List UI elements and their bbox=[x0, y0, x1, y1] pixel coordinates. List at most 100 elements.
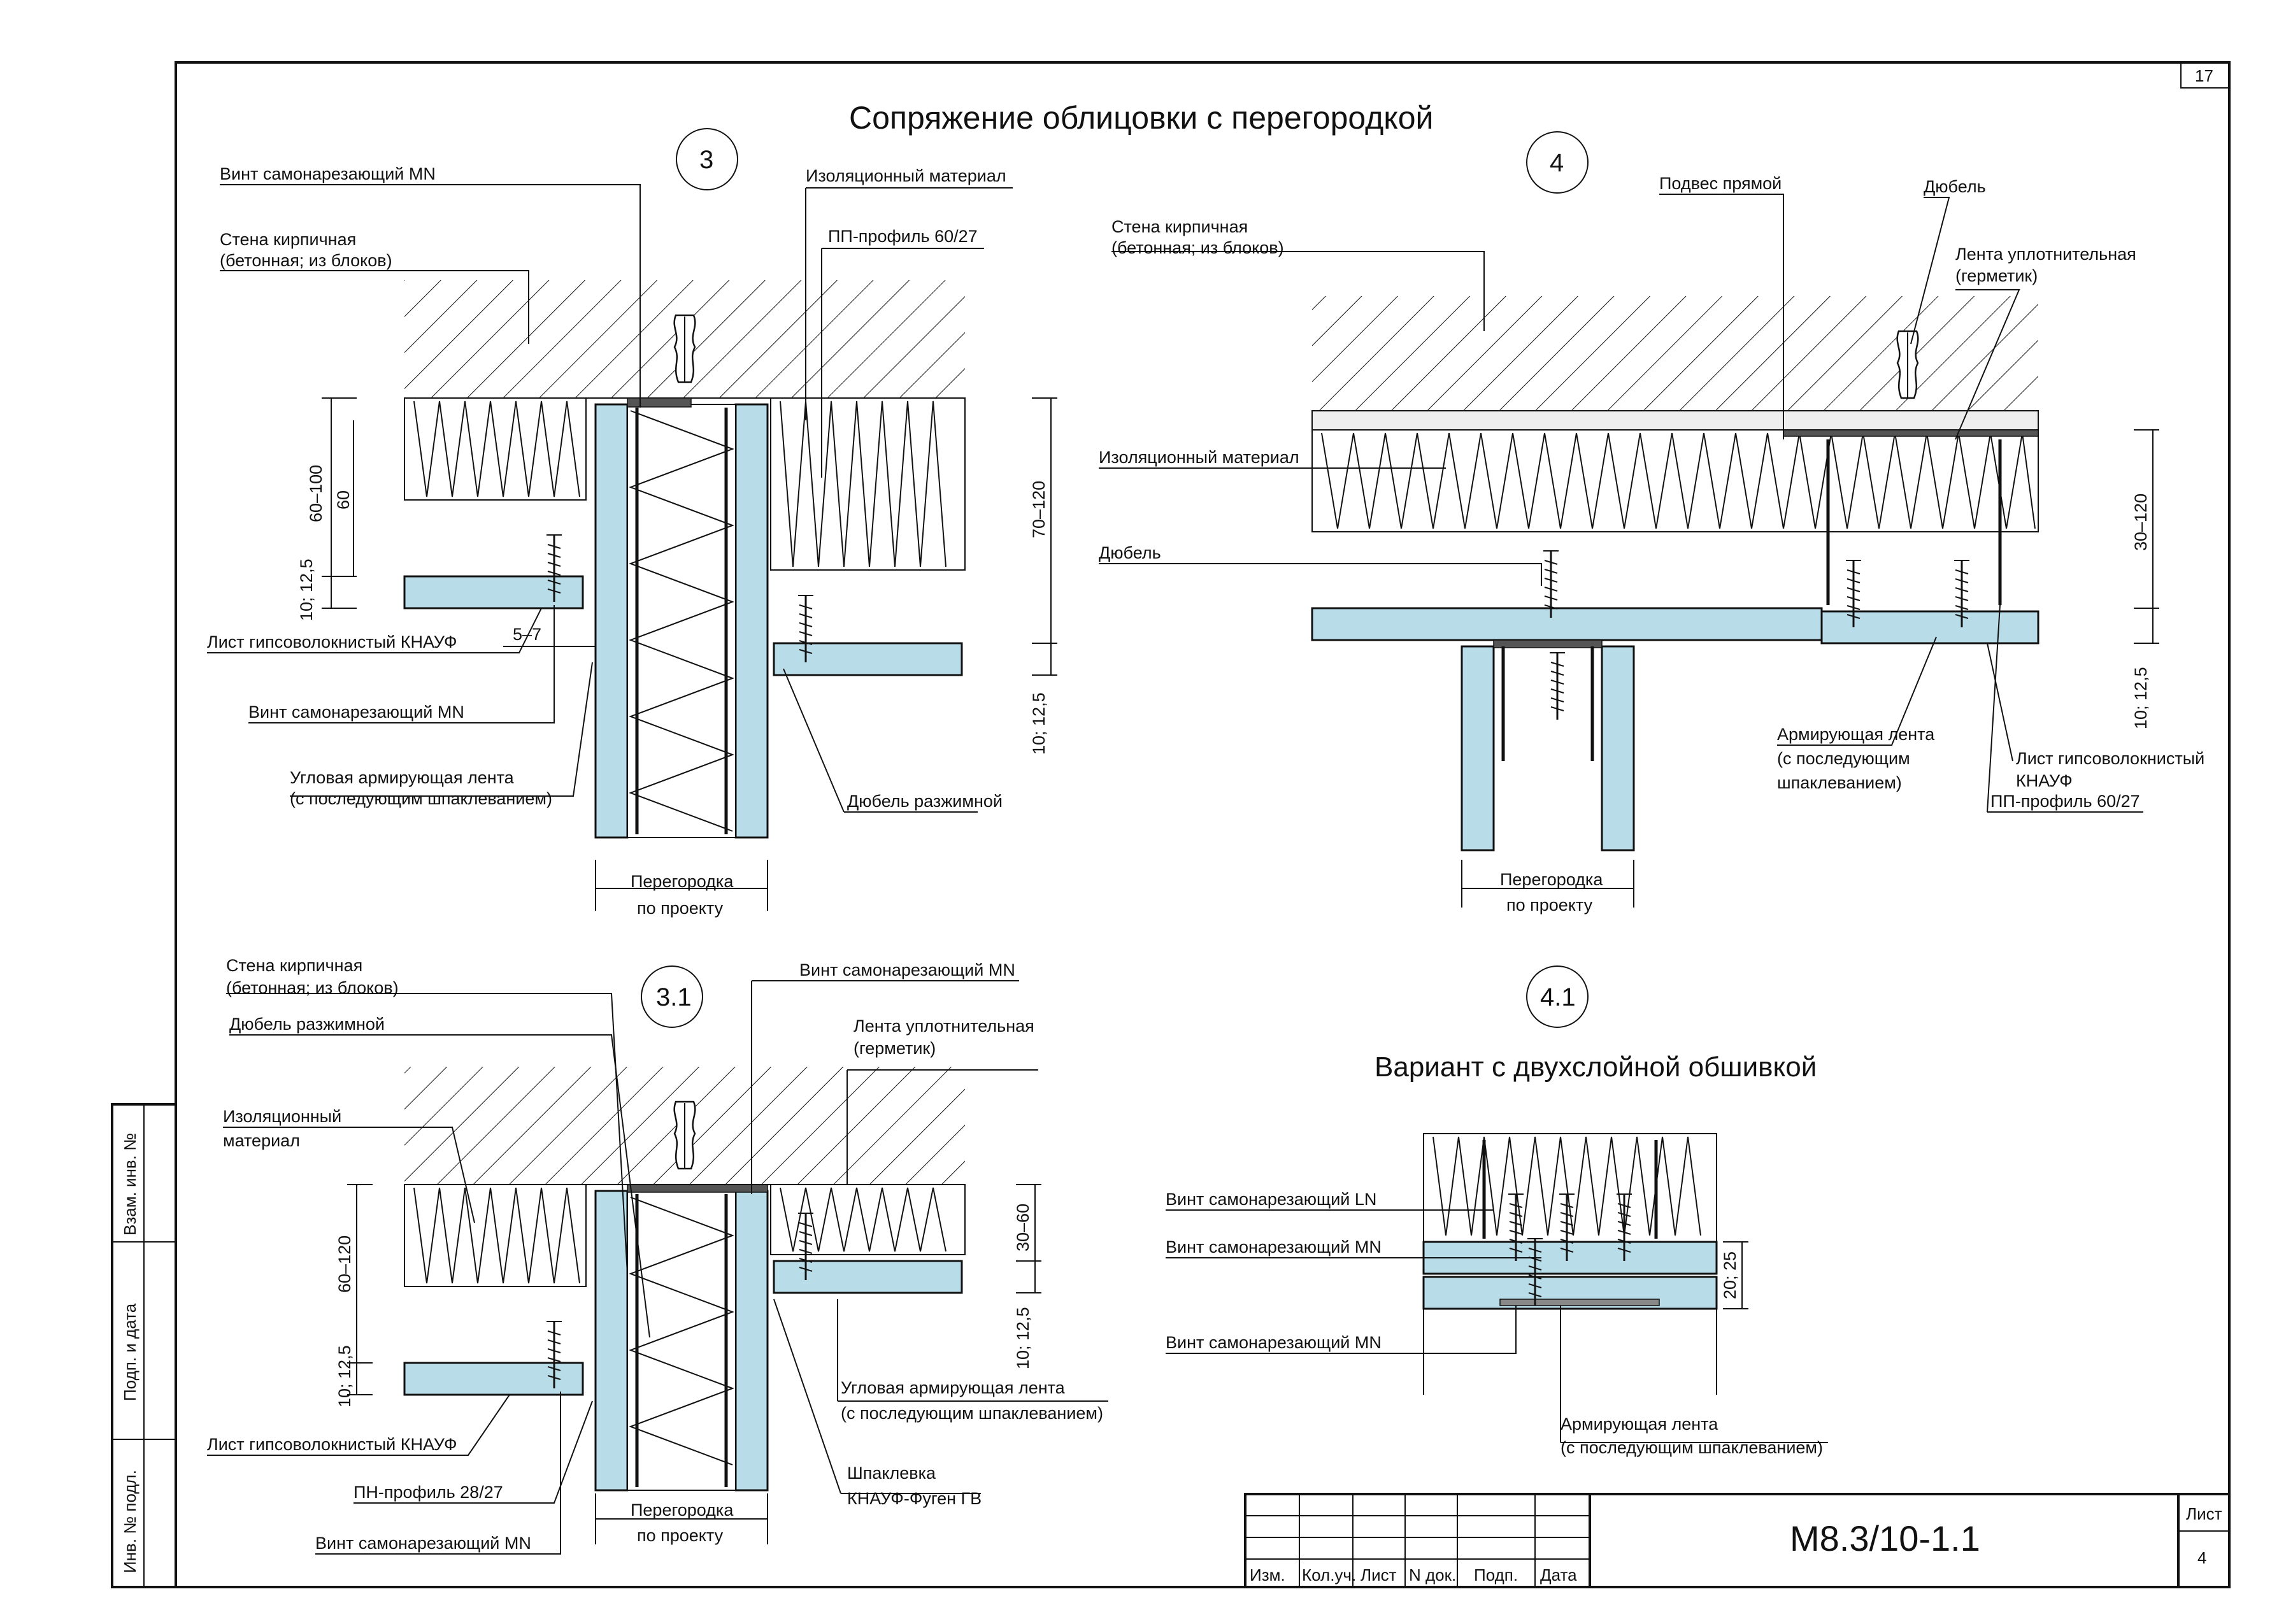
detail-4-label-partition-1: Перегородка bbox=[1500, 870, 1603, 889]
detail-4-1: 4.1 Вариант с двухслойной обшивкой Винт … bbox=[1166, 965, 1828, 1457]
detail-4-label-board-2: КНАУФ bbox=[2016, 771, 2073, 790]
detail-3-label-dowel: Дюбель разжимной bbox=[847, 792, 1003, 811]
detail-3-1-label-tape-1: Угловая армирующая лента bbox=[841, 1378, 1066, 1397]
detail-3-seal bbox=[627, 397, 692, 408]
detail-3-label-screw-bottom: Винт самонарезающий MN bbox=[248, 702, 464, 722]
detail-4-1-label-screw-mn-1: Винт самонарезающий MN bbox=[1166, 1237, 1382, 1257]
stamp-col-podp: Подп. bbox=[1474, 1565, 1518, 1585]
detail-3-1-dim-10-12-5-left: 10; 12,5 bbox=[335, 1345, 354, 1407]
stamp-col-list: Лист bbox=[1361, 1565, 1397, 1585]
detail-3-1-label-seal-2: (герметик) bbox=[854, 1039, 936, 1058]
detail-3-label-tape-2: (с последующим шпаклеванием) bbox=[290, 789, 552, 808]
detail-3-1-label-partition-1: Перегородка bbox=[631, 1500, 734, 1520]
detail-3: 3 Винт самонарезающий MN Стена кирпичная… bbox=[207, 128, 1057, 918]
sheet-title: Сопряжение облицовки с перегородкой bbox=[849, 100, 1433, 136]
detail-4-number: 4 bbox=[1550, 149, 1564, 177]
detail-4-1-label-screw-ln: Винт самонарезающий LN bbox=[1166, 1190, 1376, 1209]
detail-4-label-partition-2: по проекту bbox=[1506, 895, 1593, 915]
detail-4-insulation bbox=[1311, 429, 2039, 532]
detail-3-1-label-dowel: Дюбель разжимной bbox=[229, 1015, 385, 1034]
detail-4-label-pp-profile: ПП-профиль 60/27 bbox=[1990, 792, 2140, 811]
detail-3-1-label-screw-bottom: Винт самонарезающий MN bbox=[315, 1534, 531, 1553]
detail-4-1-subtitle: Вариант с двухслойной обшивкой bbox=[1375, 1051, 1817, 1083]
detail-3-1-seal bbox=[627, 1184, 768, 1193]
side-stamp-2: Подп. и дата bbox=[120, 1303, 139, 1401]
detail-3-1: 3.1 Стена кирпичная (бетонная; из блоков… bbox=[207, 956, 1108, 1555]
detail-3-dim-60: 60 bbox=[334, 490, 353, 509]
detail-4-1-board-inner bbox=[1422, 1276, 1718, 1310]
detail-4-label-seal-2: (герметик) bbox=[1955, 266, 2038, 285]
sheet-frame bbox=[175, 61, 2231, 1588]
detail-4-1-marker bbox=[1526, 965, 1589, 1028]
detail-3-dim-5-7: 5–7 bbox=[513, 625, 541, 644]
detail-3-dim-10-12-5-left: 10; 12,5 bbox=[297, 559, 316, 621]
detail-3-marker bbox=[676, 128, 738, 190]
title-block: Изм. Кол.уч. Лист N док. Подп. Дата М8.3… bbox=[1244, 1493, 2231, 1588]
detail-4-plaster bbox=[1311, 410, 2039, 431]
detail-4-dim-30-120: 30–120 bbox=[2131, 494, 2150, 551]
detail-4-seal-top bbox=[1783, 429, 2039, 437]
list-number: 4 bbox=[2197, 1548, 2206, 1567]
detail-3-1-label-tape-2: (с последующим шпаклеванием) bbox=[841, 1404, 1103, 1423]
detail-4-1-label-screw-mn-2: Винт самонарезающий MN bbox=[1166, 1333, 1382, 1352]
detail-3-label-wall-1: Стена кирпичная bbox=[220, 230, 356, 249]
sheet-number-top: 17 bbox=[2195, 66, 2213, 85]
detail-3-label-insulation: Изоляционный материал bbox=[806, 166, 1006, 185]
detail-3-number: 3 bbox=[699, 146, 713, 174]
detail-4-partition-board-left bbox=[1461, 645, 1495, 851]
detail-3-1-partition-board-left bbox=[594, 1190, 629, 1492]
detail-3-1-label-seal-1: Лента уплотнительная bbox=[854, 1016, 1034, 1036]
stamp-col-izm: Изм. bbox=[1250, 1565, 1285, 1585]
detail-4-label-wall-1: Стена кирпичная bbox=[1111, 217, 1248, 236]
detail-3-1-label-sheet-board: Лист гипсоволокнистый КНАУФ bbox=[207, 1435, 457, 1454]
detail-4-label-seal-1: Лента уплотнительная bbox=[1955, 245, 2136, 264]
detail-4-label-dowel-top: Дюбель bbox=[1924, 177, 1986, 196]
detail-4-seal-bottom bbox=[1493, 639, 1603, 648]
detail-3-label-pp-profile: ПП-профиль 60/27 bbox=[828, 227, 978, 246]
list-label: Лист bbox=[2186, 1504, 2222, 1523]
detail-3-label-partition-1: Перегородка bbox=[631, 872, 734, 891]
detail-3-label-screw-top: Винт самонарезающий MN bbox=[220, 164, 436, 183]
detail-3-label-wall-2: (бетонная; из блоков) bbox=[220, 251, 392, 270]
detail-4-label-board-1: Лист гипсоволокнистый bbox=[2016, 749, 2204, 768]
side-stamp-1: Взам. инв. № bbox=[120, 1133, 139, 1236]
detail-3-1-label-insulation-1: Изоляционный bbox=[223, 1107, 341, 1126]
detail-4-1-number: 4.1 bbox=[1540, 983, 1576, 1011]
detail-3-1-lining-left bbox=[403, 1362, 584, 1396]
detail-3-1-label-partition-2: по проекту bbox=[637, 1526, 724, 1545]
detail-3-1-marker bbox=[641, 965, 703, 1028]
detail-3-label-partition-2: по проекту bbox=[637, 899, 724, 918]
detail-4-label-wall-2: (бетонная; из блоков) bbox=[1111, 238, 1284, 257]
detail-3-1-number: 3.1 bbox=[656, 983, 692, 1011]
detail-4-label-tape-1: Армирующая лента bbox=[1777, 725, 1935, 744]
detail-4-label-tape-2: (с последующим bbox=[1777, 749, 1910, 768]
detail-3-dim-70-120: 70–120 bbox=[1029, 481, 1048, 538]
detail-3-1-lining-right bbox=[773, 1260, 963, 1294]
detail-3-1-label-wall-1: Стена кирпичная bbox=[226, 956, 362, 975]
detail-4-1-label-tape-1: Армирующая лента bbox=[1561, 1414, 1718, 1434]
detail-3-dim-60-100: 60–100 bbox=[306, 465, 325, 522]
detail-3-1-dim-30-60: 30–60 bbox=[1013, 1204, 1032, 1251]
stamp-col-data: Дата bbox=[1540, 1565, 1577, 1585]
detail-4-label-hanger: Подвес прямой bbox=[1659, 174, 1782, 193]
detail-3-1-label-screw-top: Винт самонарезающий MN bbox=[799, 960, 1015, 979]
detail-4-dim-10-12-5: 10; 12,5 bbox=[2131, 667, 2150, 729]
detail-3-insulation-left bbox=[404, 397, 587, 501]
detail-4-lining-right bbox=[1820, 610, 2039, 645]
detail-4-label-dowel-left: Дюбель bbox=[1099, 543, 1161, 562]
detail-3-label-sheet-board: Лист гипсоволокнистый КНАУФ bbox=[207, 632, 457, 652]
drawing-code: М8.3/10-1.1 bbox=[1790, 1518, 1980, 1558]
detail-3-1-dim-60-120: 60–120 bbox=[335, 1236, 354, 1293]
detail-3-dim-10-12-5-right: 10; 12,5 bbox=[1029, 692, 1048, 755]
detail-4-wall bbox=[1312, 296, 2038, 411]
detail-3-1-dim-10-12-5-right: 10; 12,5 bbox=[1013, 1307, 1032, 1369]
detail-4-partition-board-right bbox=[1601, 645, 1635, 851]
detail-3-lining-left bbox=[403, 575, 584, 609]
stamp-col-kolich: Кол.уч. bbox=[1302, 1565, 1356, 1585]
detail-4-marker bbox=[1526, 131, 1589, 194]
detail-3-label-tape-1: Угловая армирующая лента bbox=[290, 768, 515, 787]
detail-3-1-label-putty-2: КНАУФ-Фуген ГВ bbox=[847, 1489, 982, 1508]
stamp-col-ndok: N док. bbox=[1409, 1565, 1456, 1585]
detail-4-label-insulation: Изоляционный материал bbox=[1099, 448, 1299, 467]
detail-4: 4 Подвес прямой Дюбель Стена кирпичная (… bbox=[1099, 131, 2204, 915]
